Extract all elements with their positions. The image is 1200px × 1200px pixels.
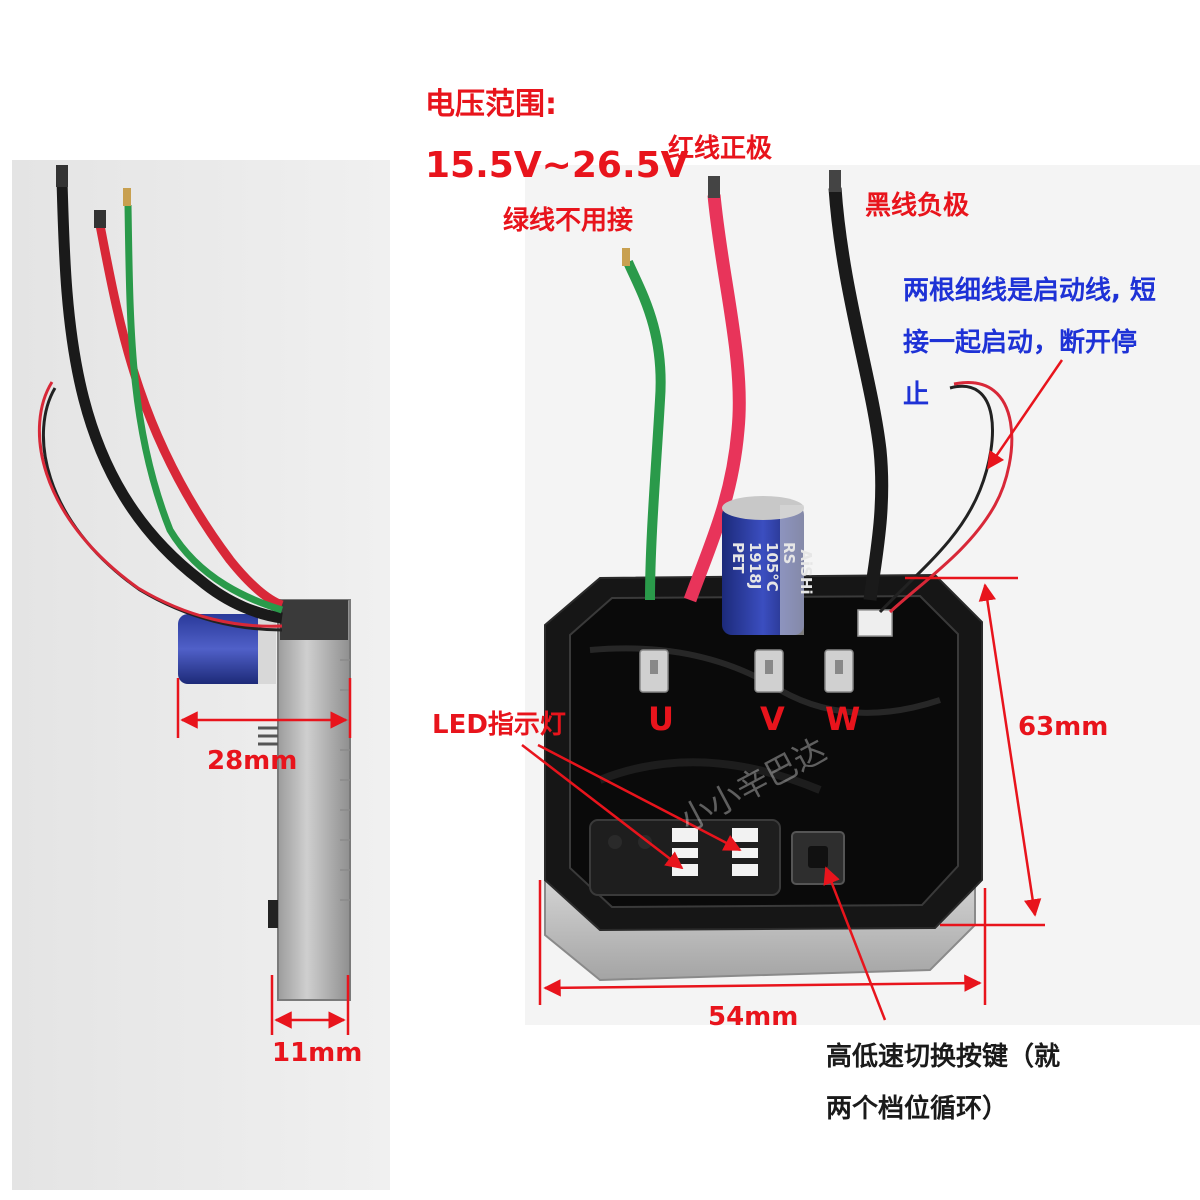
- led-pointer-arrows: [521, 743, 742, 870]
- front-black-wire: [828, 187, 889, 601]
- side-black-wire: [56, 179, 283, 624]
- terminal-v-label: V: [760, 700, 785, 738]
- capacitor-print: AiSHi RS 105°C 1918J PET: [712, 542, 832, 602]
- front-view-module: [544, 170, 1014, 982]
- capacitor-spec: RS 105°C: [763, 542, 799, 592]
- start-wire-line3: 止: [903, 380, 930, 410]
- led-label: LED指示灯: [432, 710, 566, 740]
- front-thin-wire-red: [888, 381, 1014, 614]
- terminal-u-label: U: [648, 700, 674, 738]
- capacitor-brand: AiSHi: [797, 549, 816, 595]
- terminal-w-icon: [824, 649, 854, 693]
- speed-switch-button-icon: [791, 831, 845, 885]
- side-depth-dimension: [176, 678, 352, 738]
- width-label: 54mm: [708, 1002, 799, 1032]
- start-wire-connector-icon: [857, 609, 893, 637]
- side-green-wire: [124, 204, 284, 614]
- height-label: 63mm: [1018, 712, 1109, 742]
- front-green-wire: [623, 260, 666, 601]
- side-depth-label: 28mm: [207, 746, 298, 776]
- start-wire-line1: 两根细线是启动线, 短: [903, 276, 1156, 306]
- terminal-u-icon: [639, 649, 669, 693]
- front-red-wire: [683, 194, 746, 603]
- side-red-wire: [95, 224, 284, 610]
- terminal-v-icon: [754, 649, 784, 693]
- led-indicator-window: [589, 819, 781, 896]
- terminal-w-label: W: [825, 700, 861, 738]
- red-wire-label: 红线正极: [668, 134, 773, 164]
- side-thickness-label: 11mm: [272, 1038, 363, 1068]
- voltage-range: 15.5V~26.5V: [425, 145, 689, 186]
- start-wire-pointer-arrow: [986, 359, 1064, 470]
- black-wire-label: 黑线负极: [865, 191, 970, 221]
- switch-pointer-arrow: [823, 866, 887, 1021]
- side-capacitor-icon: [178, 614, 276, 684]
- front-thin-wire-black: [878, 384, 994, 614]
- side-heatsink: [277, 599, 351, 1001]
- voltage-title: 电压范围:: [425, 87, 557, 122]
- side-thickness-dimension: [270, 975, 350, 1035]
- capacitor-code: 1918J PET: [729, 542, 765, 590]
- front-capacitor-icon: [722, 496, 804, 635]
- width-dimension: [538, 880, 987, 1005]
- green-wire-label: 绿线不用接: [503, 206, 634, 236]
- switch-label-line2: 两个档位循环）: [826, 1094, 1009, 1124]
- side-thin-wire-red: [37, 381, 283, 628]
- switch-label-line1: 高低速切换按键（就: [826, 1042, 1061, 1072]
- height-dimension: [905, 576, 1045, 927]
- start-wire-line2: 接一起启动，断开停: [903, 328, 1138, 358]
